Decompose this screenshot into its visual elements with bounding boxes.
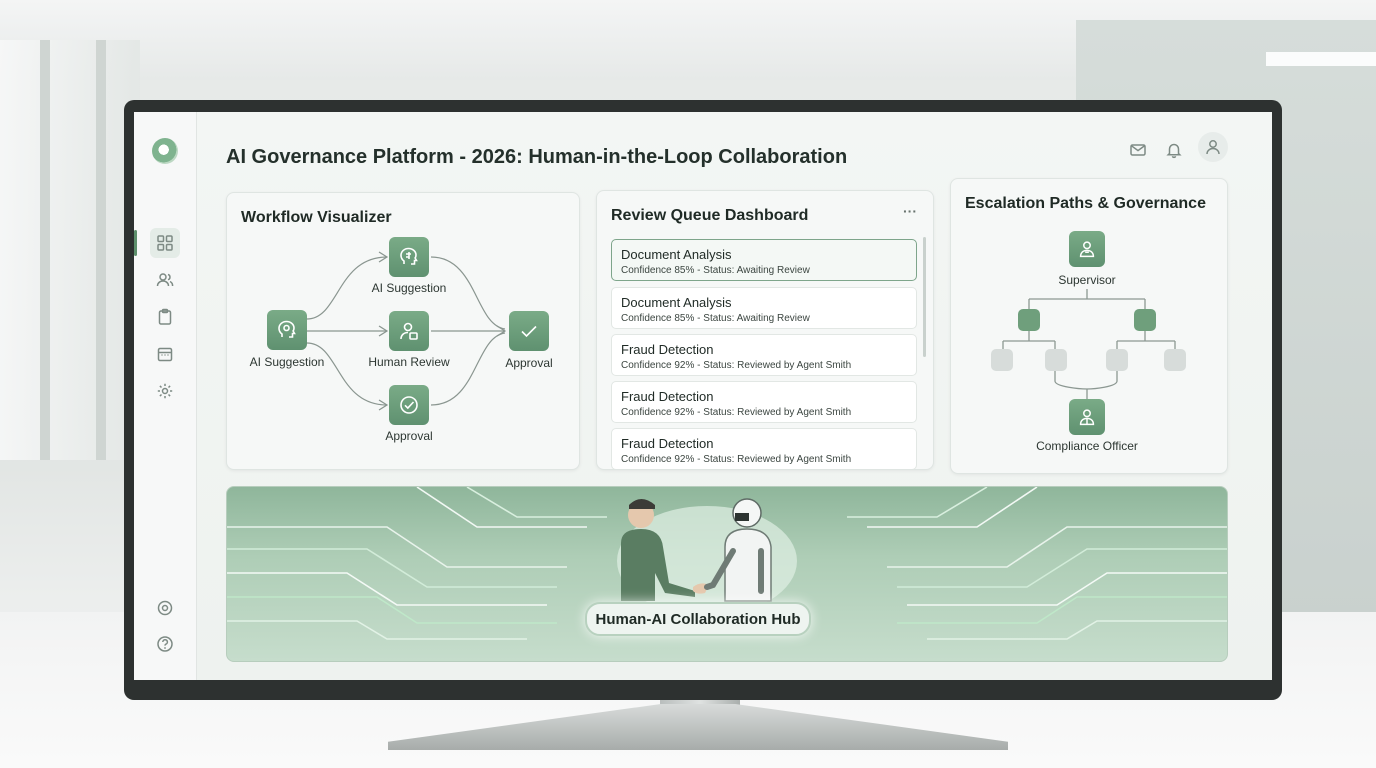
panel-title: Escalation Paths & Governance: [965, 195, 1206, 212]
approval-end-node[interactable]: [509, 311, 549, 351]
officer-icon: [1079, 409, 1095, 426]
check-circle-icon: [400, 396, 418, 414]
circuit-lines: [227, 487, 1227, 640]
help-button[interactable]: [150, 629, 180, 659]
window-mullion: [40, 40, 50, 460]
collaboration-hub-banner: Human-AI Collaboration Hub: [226, 486, 1228, 662]
settings-icon: [157, 600, 173, 616]
escalation-panel: Escalation Paths & Governance Supervisor…: [950, 178, 1228, 474]
queue-item-name: Document Analysis: [621, 295, 732, 310]
queue-item-name: Document Analysis: [621, 247, 732, 262]
queue-item[interactable]: Fraud Detection Confidence 92% - Status:…: [611, 381, 917, 423]
grid-icon: [157, 235, 173, 251]
supervisor-node[interactable]: [1069, 231, 1105, 267]
users-icon: [156, 273, 174, 287]
node-label: Approval: [505, 356, 553, 370]
sidebar: [134, 112, 197, 680]
bottom-settings-button[interactable]: [150, 593, 180, 623]
node-label: Approval: [385, 429, 433, 443]
user-menu-button[interactable]: [1198, 132, 1228, 162]
ai-suggestion-node[interactable]: [389, 237, 429, 277]
escalation-node[interactable]: [1164, 349, 1186, 371]
queue-item-detail: Confidence 92% - Status: Reviewed by Age…: [621, 454, 852, 465]
human-review-node[interactable]: [389, 311, 429, 351]
check-icon: [521, 325, 537, 338]
escalation-node[interactable]: [1134, 309, 1156, 331]
node-label: Human Review: [368, 355, 450, 369]
sidebar-item-calendar[interactable]: [150, 339, 180, 369]
queue-item-name: Fraud Detection: [621, 436, 714, 451]
mail-icon: [1130, 144, 1146, 156]
role-label: Supervisor: [1058, 273, 1116, 287]
sidebar-item-users[interactable]: [150, 265, 180, 295]
user-icon: [1206, 140, 1220, 155]
office-window: [0, 40, 140, 460]
gear-icon: [157, 383, 173, 399]
compliance-officer-node[interactable]: [1069, 399, 1105, 435]
escalation-node[interactable]: [1018, 309, 1040, 331]
escalation-node[interactable]: [1045, 349, 1067, 371]
sidebar-item-settings[interactable]: [150, 376, 180, 406]
ai-suggestion-start-node[interactable]: [267, 310, 307, 350]
workflow-visualizer-panel: Workflow Visualizer AI Suggestion: [226, 192, 580, 470]
window-mullion: [96, 40, 106, 460]
role-label: Compliance Officer: [1036, 439, 1138, 453]
sidebar-item-reviews[interactable]: [150, 302, 180, 332]
queue-item-name: Fraud Detection: [621, 342, 714, 357]
calendar-icon: [157, 347, 173, 362]
page-title: AI Governance Platform - 2026: Human-in-…: [226, 146, 848, 168]
queue-scrollbar[interactable]: [923, 237, 926, 357]
sidebar-item-dashboard[interactable]: [134, 228, 180, 258]
logo-icon: [152, 138, 178, 164]
ceiling-light: [1266, 52, 1376, 66]
handshake-illustration: [617, 498, 797, 611]
clipboard-icon: [158, 308, 172, 325]
queue-item-name: Fraud Detection: [621, 389, 714, 404]
app-screen: AI Governance Platform - 2026: Human-in-…: [134, 112, 1272, 680]
node-label: AI Suggestion: [249, 355, 325, 369]
escalation-tree: [1002, 289, 1176, 399]
supervisor-icon: [1079, 241, 1095, 258]
escalation-node[interactable]: [991, 349, 1013, 371]
approval-node[interactable]: [389, 385, 429, 425]
mail-button[interactable]: [1124, 136, 1152, 164]
node-label: AI Suggestion: [371, 281, 447, 295]
queue-item[interactable]: Document Analysis Confidence 85% - Statu…: [611, 239, 917, 281]
queue-item-detail: Confidence 85% - Status: Awaiting Review: [621, 313, 810, 324]
queue-item-detail: Confidence 85% - Status: Awaiting Review: [621, 265, 810, 276]
ai-head-icon: [278, 320, 296, 338]
reviewer-icon: [400, 322, 418, 340]
ai-brain-icon: [400, 247, 418, 265]
queue-item-detail: Confidence 92% - Status: Reviewed by Age…: [621, 360, 852, 371]
more-options-button[interactable]: ···: [903, 203, 917, 219]
help-icon: [157, 636, 173, 652]
queue-item[interactable]: Document Analysis Confidence 85% - Statu…: [611, 287, 917, 329]
review-queue-panel: Review Queue Dashboard ··· Document Anal…: [596, 190, 934, 470]
bell-icon: [1166, 143, 1182, 159]
hub-label: Human-AI Collaboration Hub: [585, 602, 811, 636]
workflow-connectors: [306, 251, 507, 411]
panel-title: Workflow Visualizer: [241, 209, 392, 226]
notifications-button[interactable]: [1160, 136, 1188, 164]
queue-item[interactable]: Fraud Detection Confidence 92% - Status:…: [611, 334, 917, 376]
queue-item-detail: Confidence 92% - Status: Reviewed by Age…: [621, 407, 852, 418]
escalation-node[interactable]: [1106, 349, 1128, 371]
panel-title: Review Queue Dashboard: [611, 207, 809, 224]
queue-item[interactable]: Fraud Detection Confidence 92% - Status:…: [611, 428, 917, 469]
